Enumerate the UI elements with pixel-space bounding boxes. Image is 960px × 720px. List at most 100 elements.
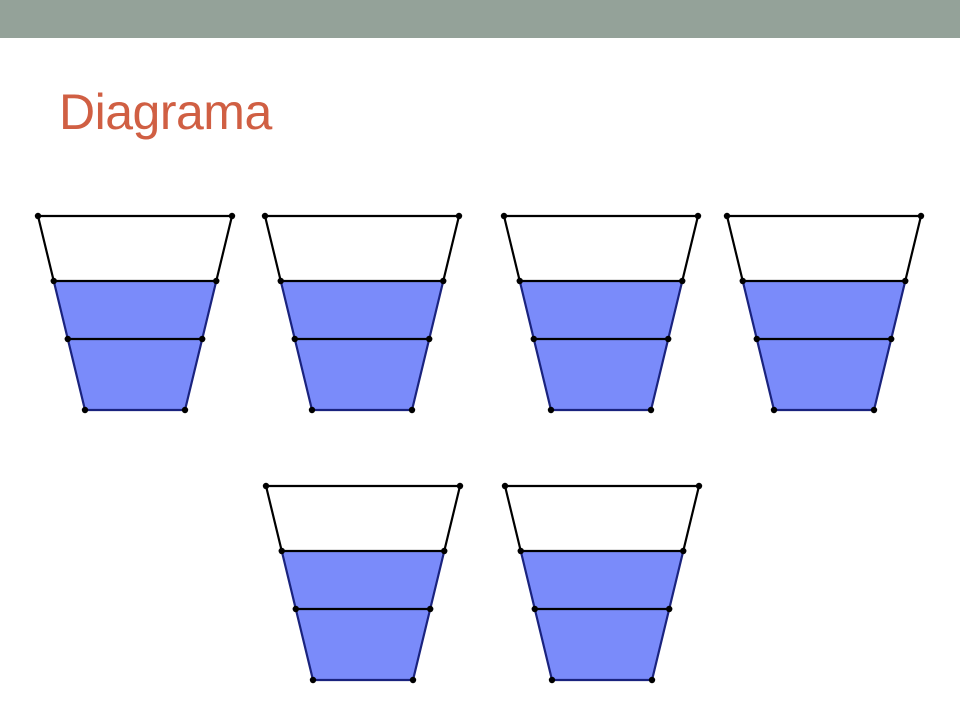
cup-vertex-dot: [50, 277, 57, 285]
cup-vertex-dot: [694, 212, 702, 220]
cup-vertex-dot: [426, 335, 433, 343]
cup-vertex-dot: [440, 277, 447, 285]
cup-section-filled: [294, 339, 430, 410]
cup-vertex-dot: [81, 406, 89, 414]
cup-vertex-dot: [530, 335, 537, 343]
cup-vertex-dot: [547, 406, 555, 414]
cup-right-edge-lower: [872, 279, 907, 412]
cup-section-empty: [727, 216, 921, 281]
cup-vertex-dot: [647, 406, 655, 414]
cup-left-edge-upper: [264, 484, 283, 553]
cup-vertex-dot: [228, 212, 236, 220]
slide-title: Diagrama: [59, 84, 272, 140]
cup-vertex-dot: [665, 335, 672, 343]
cup-vertex-dot: [261, 212, 269, 220]
cup-left-edge-lower: [519, 549, 554, 682]
cup-vertex-dot: [500, 212, 508, 220]
cup-section-filled: [742, 281, 906, 339]
cup-section-filled: [281, 551, 445, 609]
cup-1: [34, 212, 236, 414]
cup-vertex-dot: [309, 676, 317, 684]
cup-left-edge-upper: [502, 214, 521, 283]
cup-section-filled: [295, 609, 431, 680]
cup-vertex-dot: [531, 605, 538, 613]
cup-vertex-dot: [648, 676, 656, 684]
cup-section-empty: [38, 216, 232, 281]
cup-section-empty: [504, 216, 698, 281]
cup-section-filled: [53, 281, 217, 339]
cup-left-edge-lower: [52, 279, 87, 412]
cup-vertex-dot: [723, 212, 731, 220]
cup-left-edge-lower: [280, 549, 315, 682]
cup-left-edge-upper: [36, 214, 55, 283]
cup-left-edge-upper: [725, 214, 744, 283]
cup-right-edge-lower: [649, 279, 684, 412]
cup-vertex-dot: [308, 406, 316, 414]
cup-right-edge-lower: [411, 549, 446, 682]
cup-vertex-dot: [770, 406, 778, 414]
cup-section-empty: [266, 486, 460, 551]
cup-section-filled: [67, 339, 203, 410]
cup-section-filled: [533, 339, 669, 410]
cup-vertex-dot: [455, 212, 463, 220]
cup-vertex-dot: [888, 335, 895, 343]
cup-vertex-dot: [408, 406, 416, 414]
cup-vertex-dot: [292, 605, 299, 613]
cup-vertex-dot: [501, 482, 509, 490]
cup-section-empty: [505, 486, 699, 551]
cup-right-edge-upper: [681, 214, 700, 283]
cup-vertex-dot: [548, 676, 556, 684]
cup-vertex-dot: [679, 277, 686, 285]
cup-section-filled: [520, 551, 684, 609]
cup-2: [261, 212, 463, 414]
cup-left-edge-lower: [518, 279, 553, 412]
cup-vertex-dot: [181, 406, 189, 414]
cup-vertex-dot: [262, 482, 270, 490]
cup-vertex-dot: [441, 547, 448, 555]
cup-left-edge-upper: [503, 484, 522, 553]
cup-4: [723, 212, 925, 414]
cup-right-edge-upper: [682, 484, 701, 553]
cup-5: [262, 482, 464, 684]
cup-vertex-dot: [277, 277, 284, 285]
cup-left-edge-upper: [263, 214, 282, 283]
cup-vertex-dot: [917, 212, 925, 220]
cup-right-edge-upper: [215, 214, 234, 283]
cup-right-edge-upper: [904, 214, 923, 283]
cup-right-edge-lower: [183, 279, 218, 412]
cup-vertex-dot: [199, 335, 206, 343]
cup-vertex-dot: [409, 676, 417, 684]
cup-vertex-dot: [870, 406, 878, 414]
cup-vertex-dot: [34, 212, 42, 220]
cup-right-edge-lower: [410, 279, 445, 412]
cup-vertex-dot: [517, 547, 524, 555]
cup-vertex-dot: [902, 277, 909, 285]
cup-vertex-dot: [213, 277, 220, 285]
cup-vertex-dot: [278, 547, 285, 555]
cup-vertex-dot: [666, 605, 673, 613]
cup-vertex-dot: [739, 277, 746, 285]
cup-section-empty: [265, 216, 459, 281]
cup-right-edge-lower: [650, 549, 685, 682]
cup-section-filled: [756, 339, 892, 410]
cup-left-edge-lower: [279, 279, 314, 412]
cup-6: [501, 482, 703, 684]
cup-vertex-dot: [753, 335, 760, 343]
cup-vertex-dot: [456, 482, 464, 490]
cup-section-filled: [519, 281, 683, 339]
cup-section-filled: [534, 609, 670, 680]
cup-vertex-dot: [516, 277, 523, 285]
cup-right-edge-upper: [443, 484, 462, 553]
cup-vertex-dot: [695, 482, 703, 490]
cup-vertex-dot: [64, 335, 71, 343]
header-bar: [0, 0, 960, 38]
cup-vertex-dot: [680, 547, 687, 555]
cup-section-filled: [280, 281, 444, 339]
cup-vertex-dot: [291, 335, 298, 343]
cup-left-edge-lower: [741, 279, 776, 412]
cup-3: [500, 212, 702, 414]
cup-vertex-dot: [427, 605, 434, 613]
cup-right-edge-upper: [442, 214, 461, 283]
